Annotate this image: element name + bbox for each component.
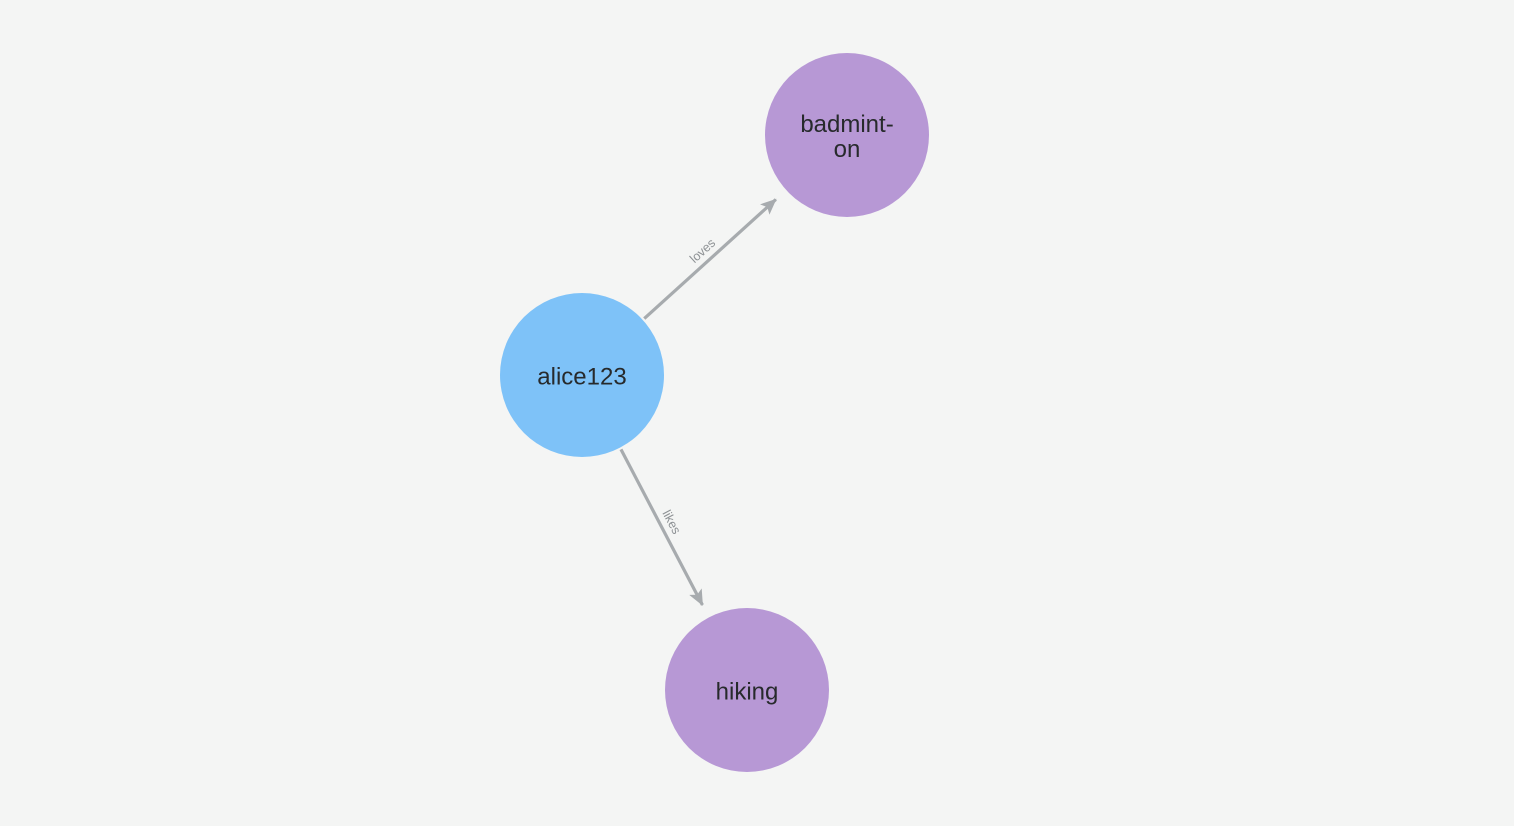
edge-line[interactable] [619, 448, 704, 606]
node-circle[interactable] [500, 293, 664, 457]
graph-edge-likes[interactable]: likes [619, 448, 704, 606]
graph-edge-loves[interactable]: loves [643, 198, 777, 320]
graph-node-alice123[interactable]: alice123 [500, 293, 664, 457]
node-circle[interactable] [665, 608, 829, 772]
edge-label: loves [687, 236, 718, 266]
edge-line[interactable] [643, 198, 777, 320]
graph-node-badminton[interactable]: badmint-on [765, 53, 929, 217]
node-circle[interactable] [765, 53, 929, 217]
graph-node-hiking[interactable]: hiking [665, 608, 829, 772]
nodes-layer: alice123 badmint-on hiking [500, 53, 929, 772]
